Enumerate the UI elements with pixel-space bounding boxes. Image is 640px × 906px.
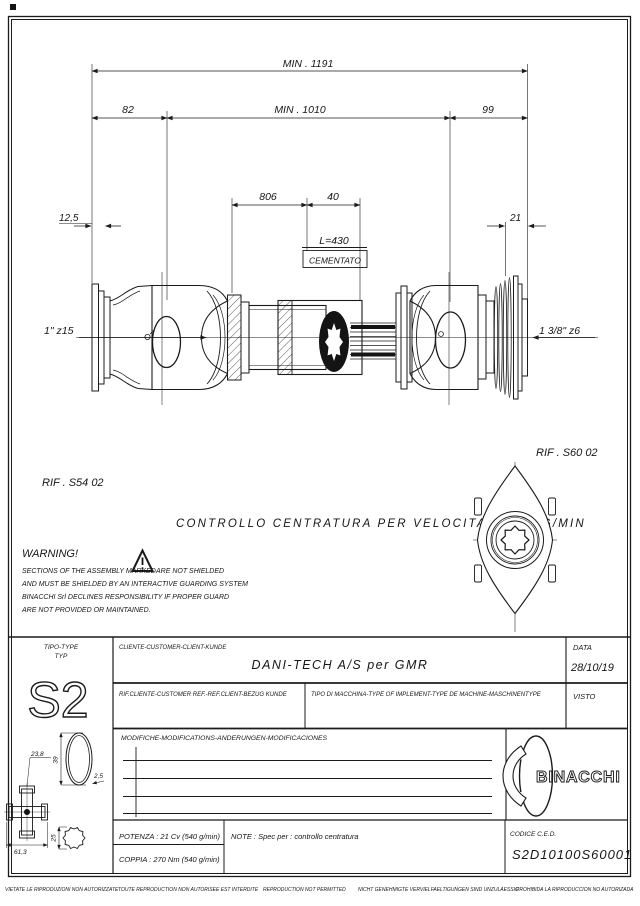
potenza-value: POTENZA : 21 Cv (540 g/min): [119, 832, 221, 841]
sheet-frame: [7, 4, 632, 878]
dimensions: MIN . 1191 82 MIN . 1010 99 806 40 12,5 …: [59, 58, 546, 302]
warning-title: WARNING!: [22, 548, 78, 560]
coppia-value: COPPIA : 270 Nm (540 g/min): [119, 855, 220, 864]
cliente-value: DANI-TECH A/S per GMR: [252, 658, 429, 672]
data-label: DATA: [573, 643, 592, 652]
codice-value: S2D10100S60001: [512, 847, 632, 862]
title-block: TIPO-TYPE TYP S2 CLIENTE-CUSTOMER-CLIENT…: [8, 636, 632, 874]
print-mark: [10, 4, 16, 10]
typ-label: TYP: [55, 653, 68, 660]
right-yoke-eye: [434, 311, 467, 369]
warning-block: WARNING! SECTIONS OF THE ASSEMBLY MARKED…: [21, 548, 248, 614]
spline-profile-section: 25: [51, 826, 86, 850]
dim-tube-wall: 2,5: [93, 773, 103, 780]
cementato-label: CEMENTATO: [309, 256, 361, 266]
warning-line2: AND MUST BE SHIELDED BY AN INTERACTIVE G…: [21, 581, 248, 588]
shaft-side-view: 1" z15 1 3/8" z6: [44, 275, 595, 400]
dim-cross-width: 61,3: [14, 849, 27, 856]
dim-tube-od: 39: [53, 756, 60, 764]
rif-s60-label: RIF . S60 02: [536, 447, 598, 459]
codice-label: CODICE C.E.D.: [510, 831, 556, 838]
spline-bore-star: [325, 323, 343, 361]
cliente-label: CLIENTE-CUSTOMER-CLIENT-KUNDE: [119, 645, 227, 651]
dim-99: 99: [482, 104, 494, 116]
cross-journal-section: 23,8 61,3: [4, 751, 51, 856]
footer-notice-fr: TOUTE REPRODUCTION NON AUTORISEE EST INT…: [118, 887, 259, 893]
binacchi-logo: BINACCHI: [502, 735, 621, 817]
data-value: 28/10/19: [570, 662, 614, 674]
note-value: NOTE : Spec per : controllo centratura: [231, 832, 359, 841]
warning-line1a: SECTIONS OF THE ASSEMBLY MARKED: [22, 568, 156, 575]
dim-40: 40: [327, 191, 339, 203]
dim-spline-od: 25: [51, 834, 58, 843]
flange-end-view: [474, 465, 556, 615]
left-spline-label: 1" z15: [44, 325, 74, 337]
dim-12-5: 12,5: [59, 213, 79, 224]
footer-notice-es: PROHIBIDA LA RIPRODUCCION NO AUTORIZADA: [516, 887, 634, 893]
warning-line1b: ARE NOT SHIELDED: [155, 568, 224, 575]
warning-line3: BINACCHI Srl DECLINES RESPONSIBILITY IF …: [22, 594, 229, 601]
tube-section: 39 2,5: [53, 732, 105, 786]
dim-min-1191: MIN . 1191: [283, 58, 334, 70]
footer-notice-en: REPRODUCTION NOT PERMITTED: [263, 887, 346, 893]
brand-name: BINACCHI: [536, 769, 621, 786]
binacchi-emblem-icon: [502, 745, 527, 807]
dim-cup-dia: 23,8: [30, 751, 44, 758]
series-type-value: S2: [27, 672, 88, 728]
rif-s54-label: RIF . S54 02: [42, 477, 104, 489]
left-yoke-eye: [151, 315, 182, 369]
dim-min-1010: MIN . 1010: [274, 104, 326, 116]
grease-fitting-icon: [144, 333, 151, 340]
footer-notice-de: NICHT GENEHMIGTE VERVIELFAELTIGUNGEN SIN…: [358, 887, 519, 893]
dim-82: 82: [122, 104, 134, 116]
dim-21: 21: [509, 213, 521, 224]
macchina-label: TIPO DI MACCHINA-TYPE OF IMPLEMENT-TYPE …: [311, 692, 542, 698]
warning-triangle-icon: [130, 548, 155, 572]
modifiche-label: MODIFICHE-MODIFICATIONS-ANDERUNGEN-MODIF…: [121, 735, 328, 742]
warning-line4: ARE NOT PROVIDED OR MAINTAINED.: [21, 607, 151, 614]
splined-shaft: [350, 322, 396, 360]
visto-label: VISTO: [573, 692, 596, 701]
right-spline-label: 1 3/8" z6: [539, 325, 580, 337]
dim-l430: L=430: [319, 235, 349, 247]
rif-cliente-label: RIF.CLIENTE-CUSTOMER REF.-REF.CLIENT-BEZ…: [119, 692, 288, 698]
footer-notice-it: VIETATE LE RIPRODUZIONI NON AUTORIZZATE: [5, 887, 119, 893]
tipo-type-label: TIPO-TYPE: [44, 644, 79, 651]
footer-notices: VIETATE LE RIPRODUZIONI NON AUTORIZZATE …: [5, 887, 634, 893]
dim-806: 806: [259, 191, 277, 203]
